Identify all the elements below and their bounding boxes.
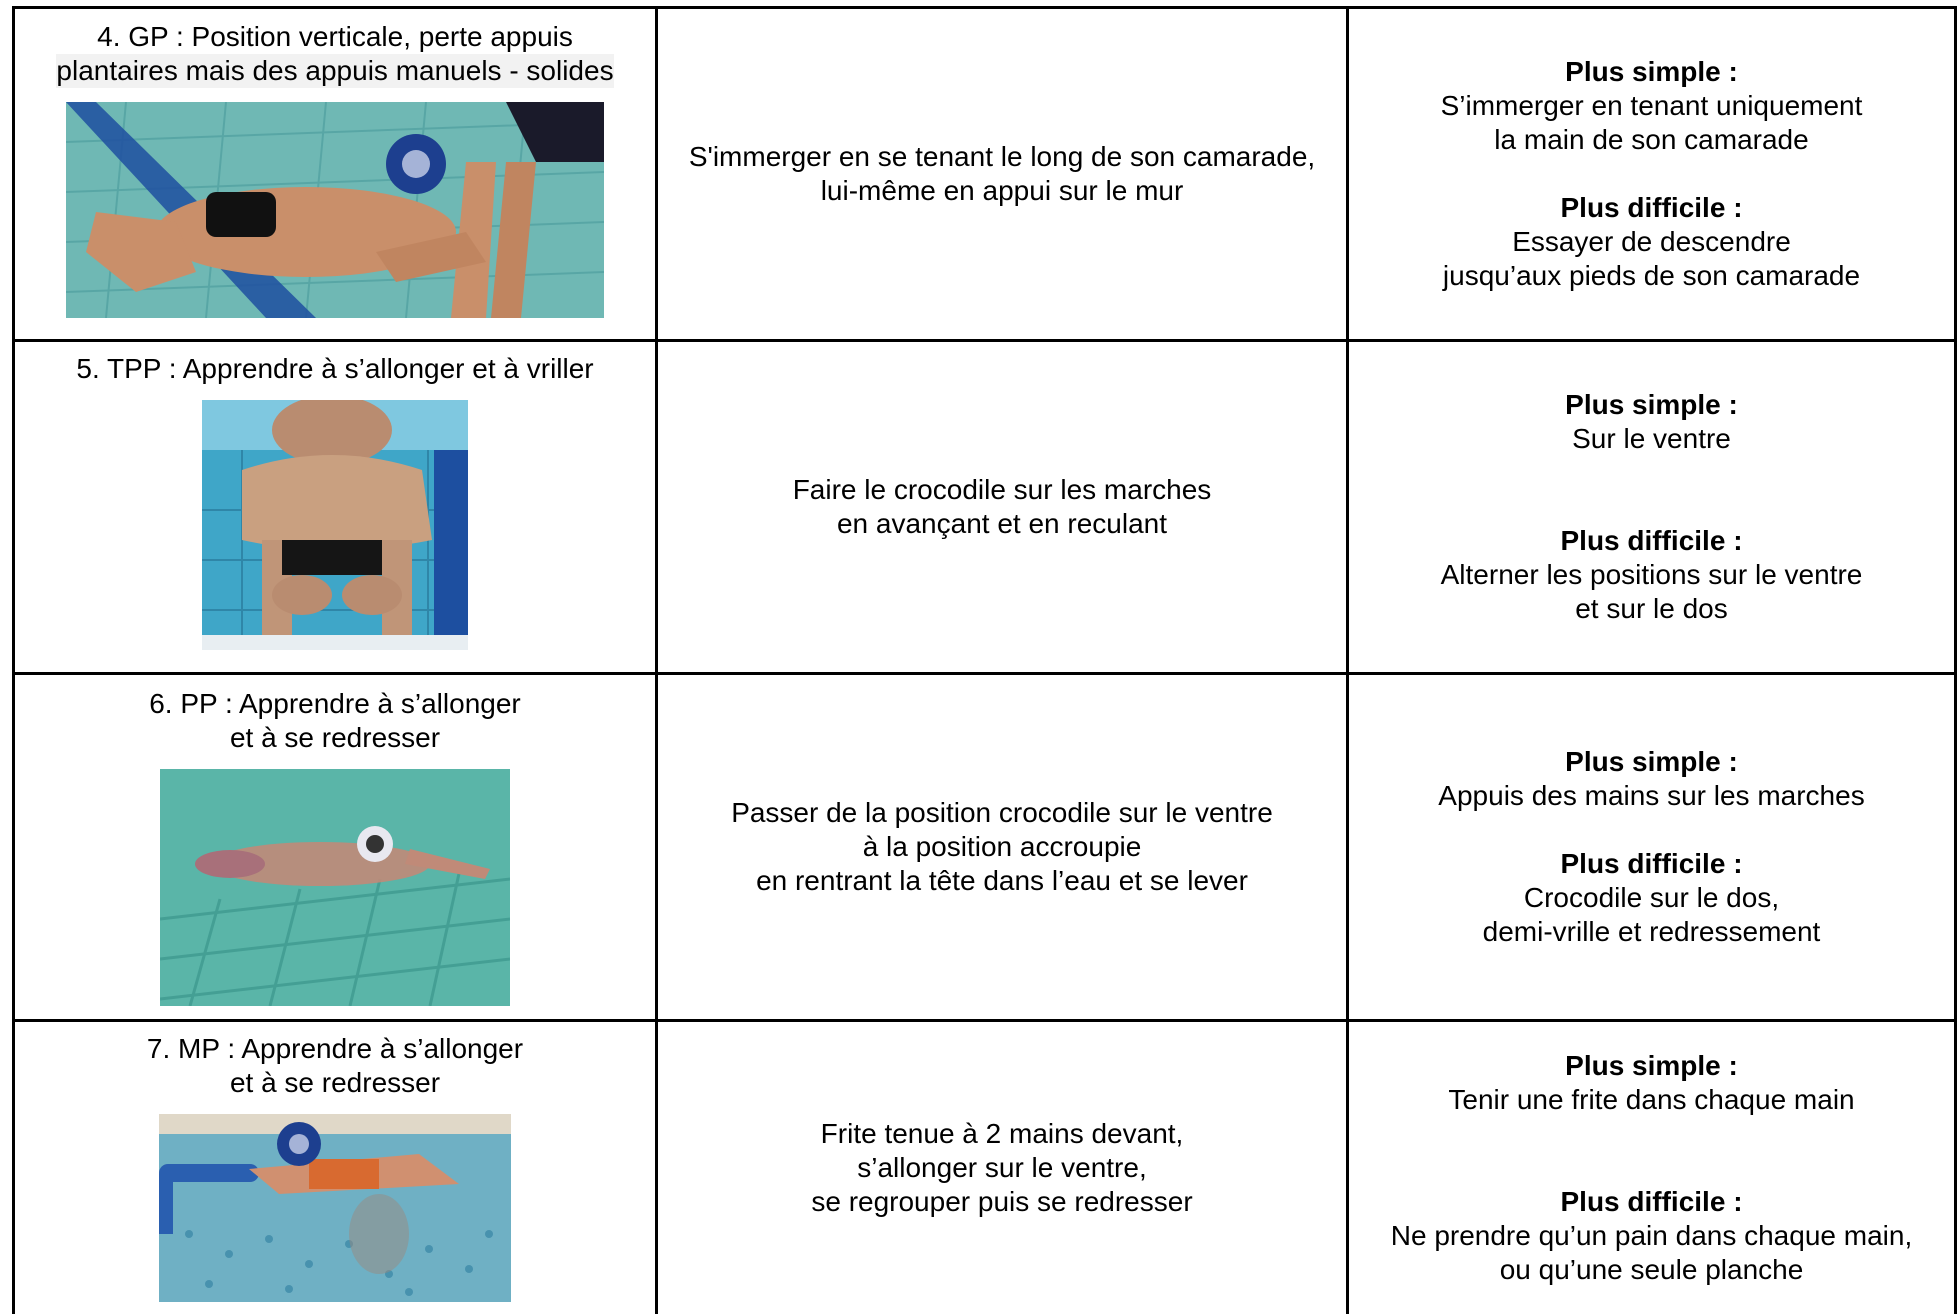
variations: Plus simple : Sur le ventre Plus diffici… [1349,342,1954,672]
exercise-line: Frite tenue à 2 mains devant, [820,1118,1184,1149]
row-divider [12,1019,1957,1022]
table-border-right [1954,6,1957,1314]
exercise-line: en avançant et en reculant [836,508,1167,539]
exercise-line: se regrouper puis se redresser [811,1186,1193,1217]
row-title: 7. MP : Apprendre à s’allonger [146,1033,524,1064]
row-title: et à se redresser [229,722,441,753]
exercise-line: lui-même en appui sur le mur [820,175,1184,206]
row-title: plantaires mais des appuis manuels - sol… [56,54,614,88]
harder-line: et sur le dos [1575,593,1728,624]
simpler-label: Plus simple : [1565,56,1738,87]
exercise-line: S'immerger en se tenant le long de son c… [688,141,1316,172]
harder-line: ou qu’une seule planche [1499,1254,1804,1285]
harder-line: Crocodile sur le dos, [1523,882,1780,913]
table-border-top [12,6,1957,9]
exercise-description: S'immerger en se tenant le long de son c… [658,9,1346,339]
row-divider [12,672,1957,675]
table-row: 4. GP : Position verticale, perte appuis… [15,20,655,339]
simpler-line: Appuis des mains sur les marches [1438,780,1865,811]
table-row: 7. MP : Apprendre à s’allonger et à se r… [15,1032,655,1314]
row-title: et à se redresser [229,1067,441,1098]
exercise-description: Passer de la position crocodile sur le v… [658,675,1346,1019]
table-row: 6. PP : Apprendre à s’allonger et à se r… [15,687,655,1019]
column-divider [655,6,658,1314]
row-title: 4. GP : Position verticale, perte appuis [97,21,573,52]
harder-label: Plus difficile : [1560,1186,1743,1217]
simpler-line: la main de son camarade [1494,124,1809,155]
exercise-description: Frite tenue à 2 mains devant, s’allonger… [658,1022,1346,1314]
harder-line: jusqu’aux pieds de son camarade [1442,260,1861,291]
photo-swimmer-holding-partner-legs [66,102,604,318]
row-title: 5. TPP : Apprendre à s’allonger et à vri… [76,353,594,384]
exercise-line: s’allonger sur le ventre, [857,1152,1147,1183]
simpler-line: S’immerger en tenant uniquement [1440,90,1863,121]
simpler-line: Tenir une frite dans chaque main [1448,1084,1855,1115]
variations: Plus simple : Appuis des mains sur les m… [1349,675,1954,1019]
harder-line: demi-vrille et redressement [1482,916,1821,947]
exercise-line: Passer de la position crocodile sur le v… [731,797,1273,828]
simpler-line: Sur le ventre [1572,423,1731,454]
harder-line: Ne prendre qu’un pain dans chaque main, [1390,1220,1913,1251]
simpler-label: Plus simple : [1565,389,1738,420]
photo-swimmer-gliding-underwater [160,769,510,1006]
harder-line: Alterner les positions sur le ventre [1440,559,1863,590]
simpler-label: Plus simple : [1565,1050,1738,1081]
harder-line: Essayer de descendre [1512,226,1791,257]
harder-label: Plus difficile : [1560,525,1743,556]
harder-label: Plus difficile : [1560,192,1743,223]
column-divider [1346,6,1349,1314]
exercise-line: en rentrant la tête dans l’eau et se lev… [756,865,1248,896]
variations: Plus simple : S’immerger en tenant uniqu… [1349,9,1954,339]
table-row: 5. TPP : Apprendre à s’allonger et à vri… [15,352,655,672]
table-border-left [12,6,15,1314]
exercise-table: 4. GP : Position verticale, perte appuis… [12,6,1957,1314]
exercise-line: à la position accroupie [862,831,1142,862]
photo-swimmer-crawling-on-steps [202,400,468,650]
variations: Plus simple : Tenir une frite dans chaqu… [1349,1022,1954,1314]
exercise-description: Faire le crocodile sur les marches en av… [658,342,1346,672]
photo-swimmer-with-noodle [159,1114,511,1302]
harder-label: Plus difficile : [1560,848,1743,879]
row-title: 6. PP : Apprendre à s’allonger [149,688,521,719]
row-divider [12,339,1957,342]
exercise-line: Faire le crocodile sur les marches [792,474,1212,505]
simpler-label: Plus simple : [1565,746,1738,777]
